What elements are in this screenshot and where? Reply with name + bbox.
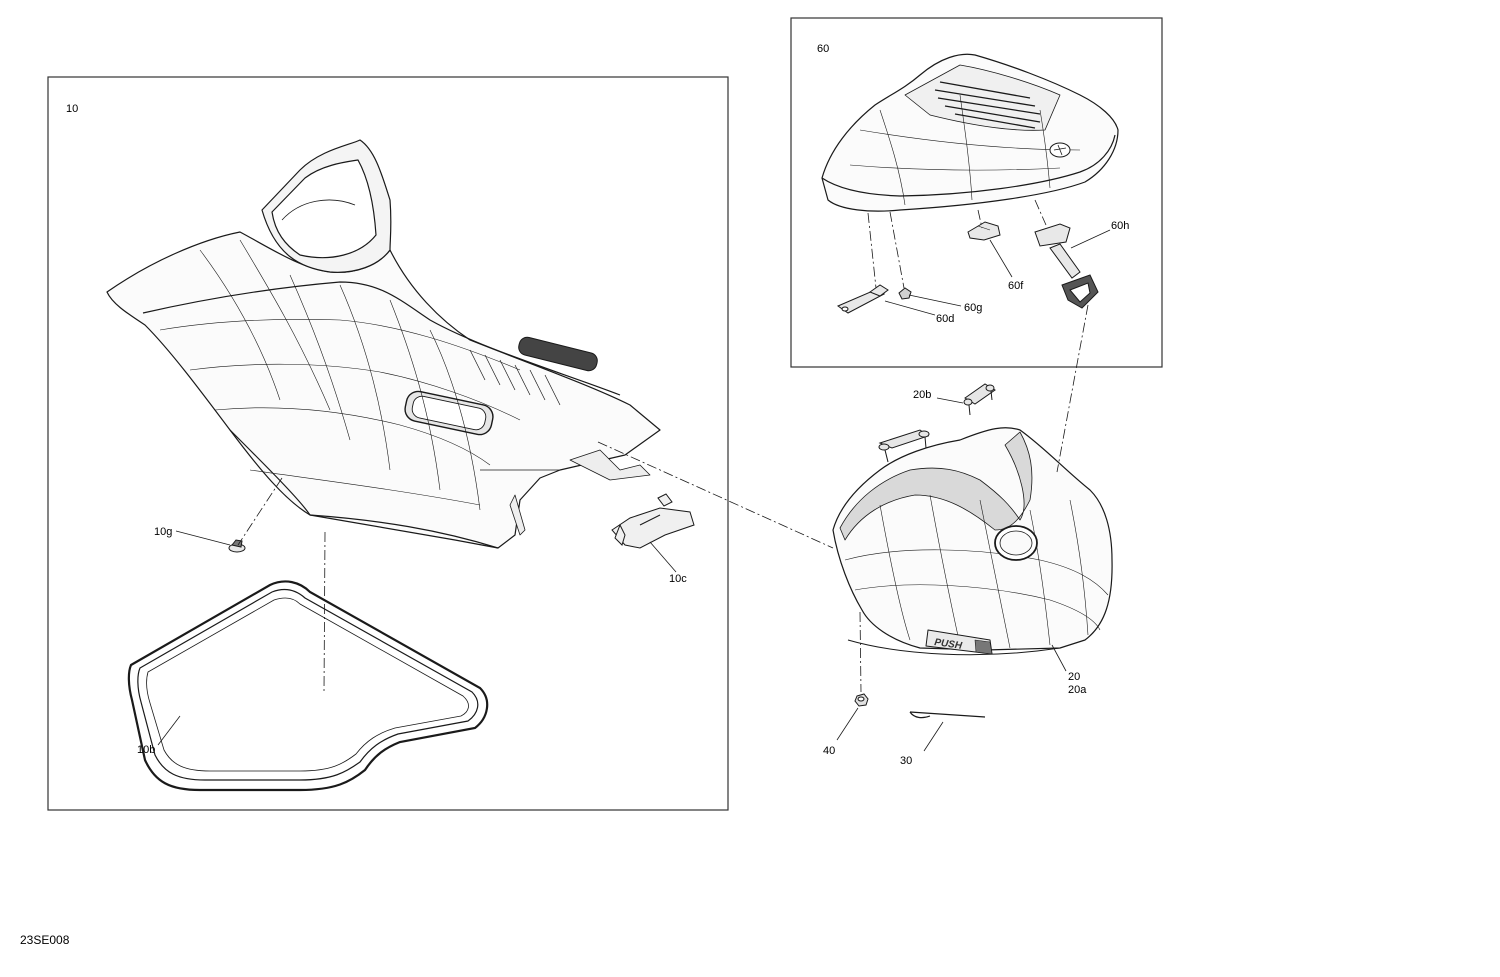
callout-30: 30 <box>900 755 913 767</box>
group-60-frame <box>790 17 1163 368</box>
passenger-seat-60 <box>821 53 1119 212</box>
hinge-60d <box>836 284 889 314</box>
storage-cover-20 <box>832 427 1113 656</box>
callout-60f: 60f <box>1008 280 1024 292</box>
latch-10c <box>611 493 695 549</box>
bracket-60f <box>967 221 1001 241</box>
document-code: 23SE008 <box>20 933 70 947</box>
callout-60h: 60h <box>1111 220 1130 232</box>
callout-20b: 20b <box>913 389 932 401</box>
group-10-frame <box>47 76 729 811</box>
callout-10g: 10g <box>154 526 173 538</box>
handle-20b <box>878 383 996 463</box>
callout-10b: 10b <box>137 744 156 756</box>
callout-60d: 60d <box>936 313 955 325</box>
group-label-60: 60 <box>817 43 830 55</box>
clip-10g <box>228 539 246 553</box>
clip-60g <box>898 287 912 300</box>
callout-20a: 20a <box>1068 684 1087 696</box>
callout-60g: 60g <box>964 302 983 314</box>
nut-40 <box>854 693 869 707</box>
latch-60h <box>1034 223 1099 309</box>
callout-20: 20 <box>1068 671 1081 683</box>
seal-10b <box>127 580 489 792</box>
assembly-lines <box>237 199 1089 693</box>
push-decal-text: PUSH <box>934 637 964 652</box>
callout-10c: 10c <box>669 573 687 585</box>
group-label-10: 10 <box>66 103 79 115</box>
seat-assembly <box>106 139 661 549</box>
pin-30 <box>909 711 986 719</box>
callout-40: 40 <box>823 745 836 757</box>
callout-leaders <box>157 229 1111 752</box>
